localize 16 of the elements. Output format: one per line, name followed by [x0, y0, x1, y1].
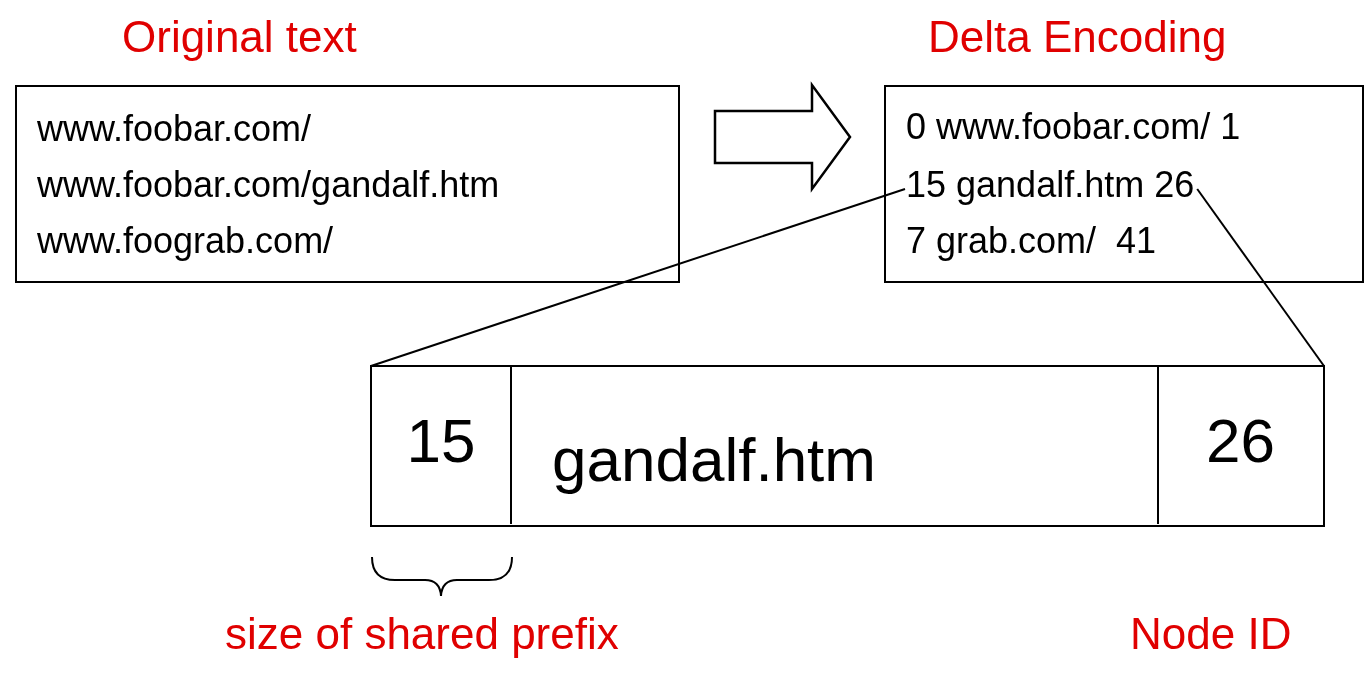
leader-line — [370, 188, 906, 367]
url-line: www.foobar.com/gandalf.htm — [37, 167, 500, 203]
encoded-row: 0 www.foobar.com/ 1 — [906, 109, 1241, 145]
encoded-row: 15 gandalf.htm 26 — [906, 167, 1195, 203]
number-text: 15 — [406, 409, 476, 472]
url-line: www.foograb.com/ — [37, 223, 334, 259]
heading: Original text — [122, 15, 357, 59]
leader-line — [1196, 188, 1325, 367]
number-text: 26 — [1206, 409, 1275, 472]
url-line: www.foobar.com/ — [37, 111, 312, 147]
record-box — [370, 365, 1325, 527]
encoded-row: 7 grab.com/ 41 — [906, 223, 1157, 259]
column-label: Node ID — [1130, 612, 1292, 656]
heading: Delta Encoding — [928, 15, 1227, 59]
block-arrow — [713, 81, 852, 193]
brace-label: size of shared prefix — [225, 612, 619, 656]
